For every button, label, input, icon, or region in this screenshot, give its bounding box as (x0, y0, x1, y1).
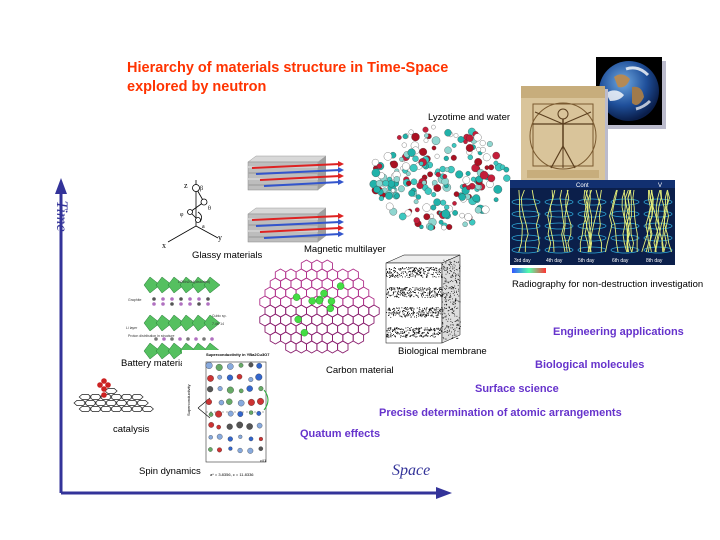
battery-note-1: Li2Mn2O4(distorted) (178, 280, 210, 284)
root-day-4: 6th day (612, 258, 629, 264)
glassy-glyph-a: a (202, 224, 205, 230)
glassy-materials-image: z x y β θ φ a (162, 180, 222, 250)
radiography-image: Cont V 3rd day 4th day 5th day 6th day 8… (510, 180, 675, 265)
battery-note-3: Cubic sp. (212, 314, 227, 318)
area-engineering: Engineering applications (553, 326, 684, 338)
area-atomic: Precise determination of atomic arrangem… (379, 407, 622, 419)
spin-foot: a* = 3.8356, c = 11.8336 (210, 472, 254, 477)
battery-note-5: Li layer (126, 326, 138, 330)
spin-title: Superconductivity in YBa2Cu3O7 (206, 352, 270, 357)
glassy-glyph-theta: θ (208, 206, 211, 212)
magnetic-multilayer-image (247, 155, 344, 243)
carbon-label: Carbon material (326, 365, 394, 376)
catalysis-image (73, 378, 154, 412)
carbon-material-image (259, 259, 380, 354)
title-line-2: explored by neutron (127, 79, 267, 95)
glassy-glyph-x: x (162, 241, 166, 250)
spin-axis-text: Superconductivity (186, 384, 191, 416)
biomembrane-label: Biological membrane (398, 346, 487, 357)
page-title: Hierarchy of materials structure in Time… (127, 59, 448, 97)
glassy-label: Glassy materials (192, 250, 263, 261)
spin-label: Spin dynamics (139, 466, 201, 477)
battery-note-6: Proton distribution in structure (128, 334, 175, 338)
battery-note-4: 7.4K 14 (212, 322, 224, 326)
root-day-1: 3rd day (514, 258, 531, 264)
area-biological: Biological molecules (535, 359, 645, 371)
title-line-1: Hierarchy of materials structure in Time… (127, 60, 449, 76)
glassy-glyph-phi: φ (180, 212, 184, 218)
lyzotime-label: Lyzotime and water (428, 112, 511, 123)
time-axis-label: Time (53, 200, 70, 232)
magnetic-label: Magnetic multilayer (304, 244, 386, 255)
glassy-glyph-beta: β (200, 186, 203, 192)
area-quantum: Quatum effects (300, 428, 381, 440)
root-day-2: 4th day (546, 258, 563, 264)
biological-membrane-image (385, 254, 461, 344)
spin-small: c/l1 (260, 458, 267, 463)
glassy-glyph-z: z (184, 181, 188, 190)
spin-dynamics-image: Superconductivity in YBa2Cu3O7 Supercond… (182, 350, 278, 478)
color-scale-bar (512, 268, 546, 273)
battery-note-2: Graphite (128, 298, 141, 302)
lyzotime-water-image (369, 124, 511, 231)
root-day-3: 5th day (578, 258, 595, 264)
root-day-5: 8th day (646, 258, 663, 264)
catalysis-label: catalysis (113, 424, 150, 435)
radiography-label: Radiography for non-destruction investig… (512, 279, 704, 290)
vitruvian-man-image (521, 86, 605, 182)
space-axis-label: Space (392, 462, 431, 479)
area-surface: Surface science (475, 383, 559, 395)
root-header-cont: Cont (576, 183, 589, 189)
battery-label: Battery materials (121, 358, 193, 369)
root-header-v: V (658, 183, 662, 189)
earth-image (596, 57, 662, 125)
glassy-glyph-y: y (218, 233, 222, 242)
